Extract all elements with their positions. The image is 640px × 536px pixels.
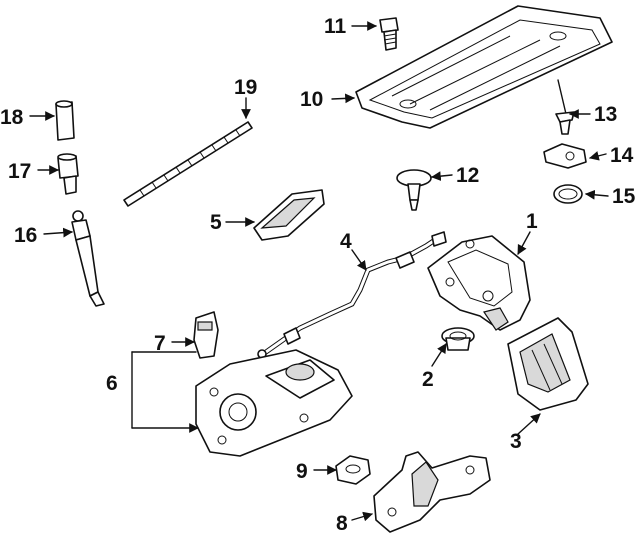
part-8-mounting-plate	[373, 451, 491, 533]
part-18-cap	[55, 100, 75, 141]
part-7-sensor	[193, 311, 219, 359]
part-1-latch-assembly	[427, 235, 531, 331]
part-9-nut	[335, 455, 371, 485]
part-11-bolt	[379, 17, 399, 51]
part-15-seal-ring	[553, 184, 583, 204]
part-14-bracket	[543, 143, 587, 169]
part-5-handle	[253, 189, 325, 241]
callout-4: 4	[340, 230, 352, 253]
part-6-actuator-motor	[195, 349, 353, 457]
callout-labels: 11 10 13 14 15 12 18 17 16 19 5 4 1 2 3 …	[0, 15, 636, 535]
part-19-threaded-rod	[123, 121, 253, 207]
callout-17: 17	[8, 160, 31, 183]
callout-10: 10	[300, 88, 323, 111]
callout-2: 2	[422, 368, 434, 391]
part-2-grommet	[441, 327, 475, 351]
leader-lines	[29, 21, 609, 522]
callout-7: 7	[154, 332, 166, 355]
callout-6: 6	[106, 372, 118, 395]
callout-18: 18	[0, 106, 24, 129]
part-13-rivet	[555, 79, 575, 135]
callout-9: 9	[296, 460, 308, 483]
callout-12: 12	[456, 164, 479, 187]
callout-3: 3	[510, 430, 522, 453]
callout-14: 14	[610, 144, 634, 167]
callout-19: 19	[234, 76, 257, 99]
part-4-cable	[257, 231, 447, 359]
callout-16: 16	[14, 224, 37, 247]
callout-5: 5	[210, 211, 222, 234]
part-16-strut	[71, 210, 105, 307]
part-10-cover-panel	[355, 5, 613, 129]
part-3-bumper	[507, 317, 589, 411]
callout-15: 15	[612, 185, 636, 208]
callout-11: 11	[324, 15, 347, 38]
part-17-bushing	[57, 153, 79, 195]
callout-1: 1	[526, 210, 538, 233]
callout-8: 8	[336, 512, 348, 535]
part-12-push-clip	[396, 169, 432, 211]
callout-13: 13	[594, 103, 617, 126]
